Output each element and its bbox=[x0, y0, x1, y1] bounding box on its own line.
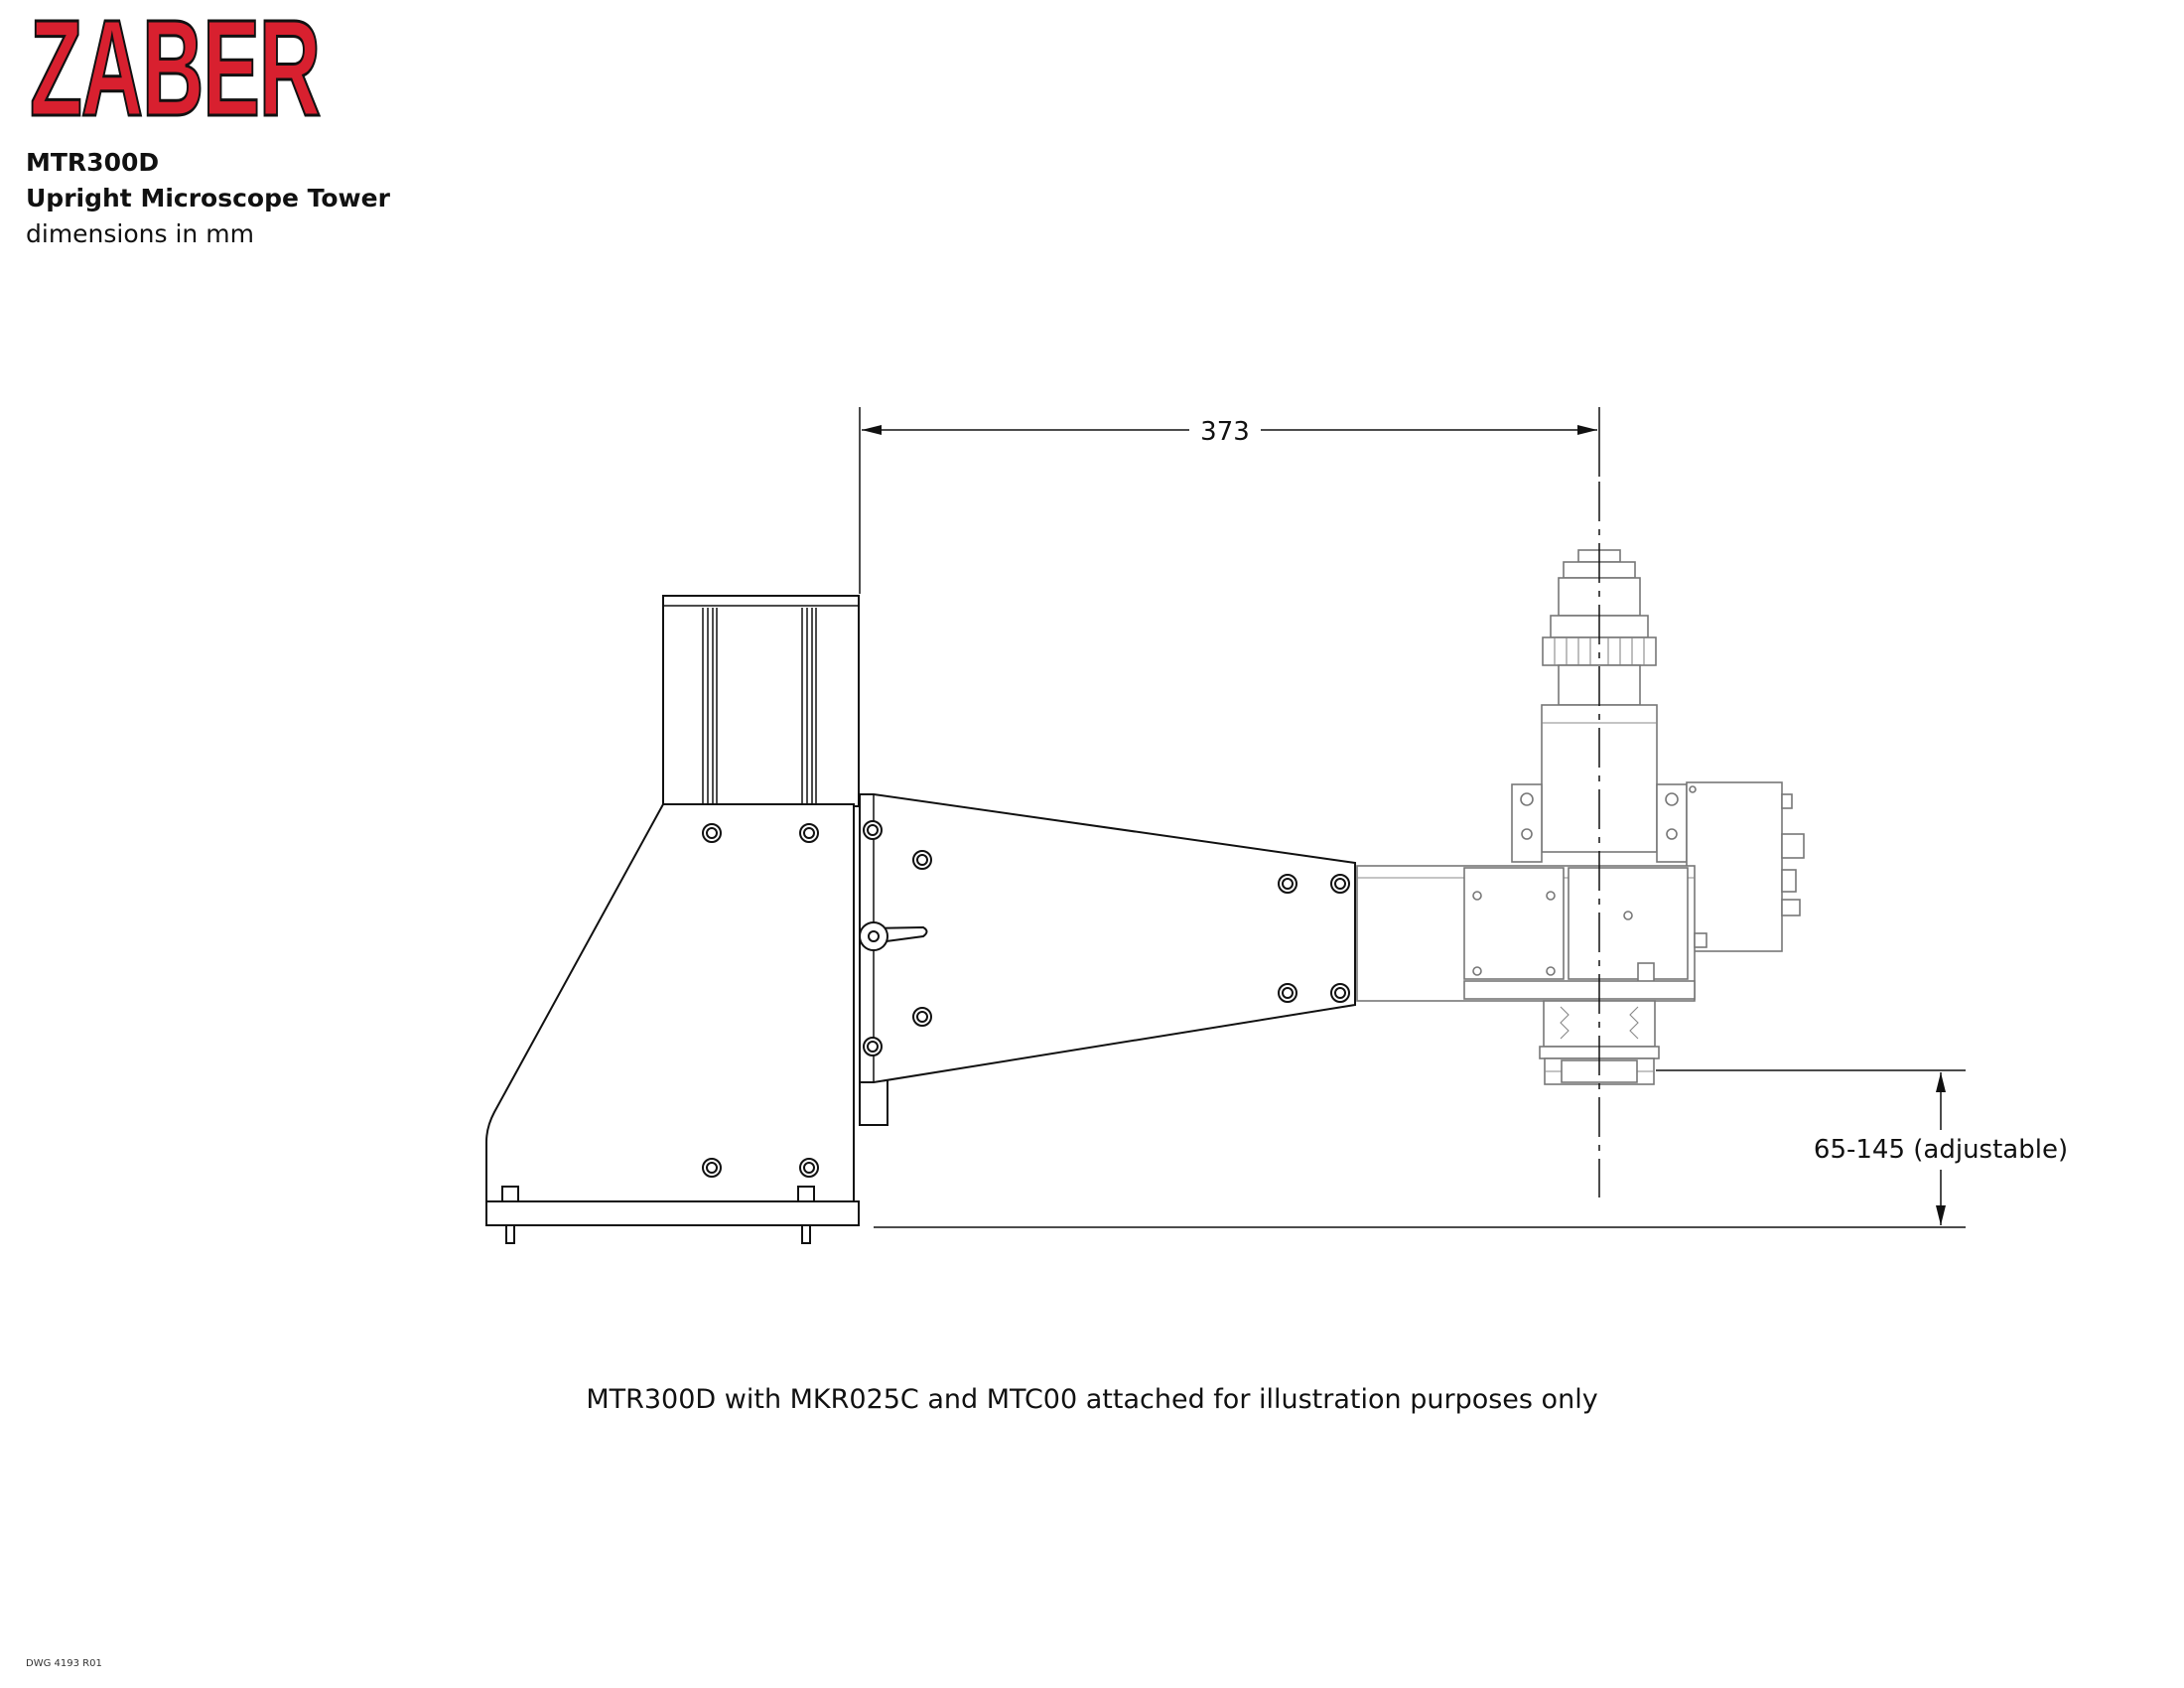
units-note: dimensions in mm bbox=[26, 219, 254, 248]
support-arm bbox=[859, 793, 1356, 1126]
base-screws bbox=[702, 823, 819, 1178]
zaber-logo: ZABER bbox=[29, 16, 324, 127]
microscope-assembly bbox=[1356, 549, 1805, 1085]
height-dimension-label: 65-145 (adjustable) bbox=[1814, 1135, 2068, 1165]
model-number: MTR300D bbox=[26, 148, 160, 177]
drawing-caption: MTR300D with MKR025C and MTC00 attached … bbox=[586, 1384, 1598, 1415]
title-block: MTR300D Upright Microscope Tower dimensi… bbox=[26, 145, 390, 252]
width-dimension: 373 bbox=[859, 407, 1600, 594]
tower-column bbox=[662, 595, 860, 807]
height-dimension: 65-145 (adjustable) bbox=[874, 1069, 2068, 1228]
product-name: Upright Microscope Tower bbox=[26, 184, 390, 212]
width-dimension-label: 373 bbox=[1200, 417, 1250, 447]
drawing-number: DWG 4193 R01 bbox=[26, 1658, 102, 1669]
tower-base bbox=[485, 803, 860, 1244]
lock-lever-icon bbox=[859, 921, 928, 951]
svg-text:ZABER: ZABER bbox=[30, 16, 320, 127]
